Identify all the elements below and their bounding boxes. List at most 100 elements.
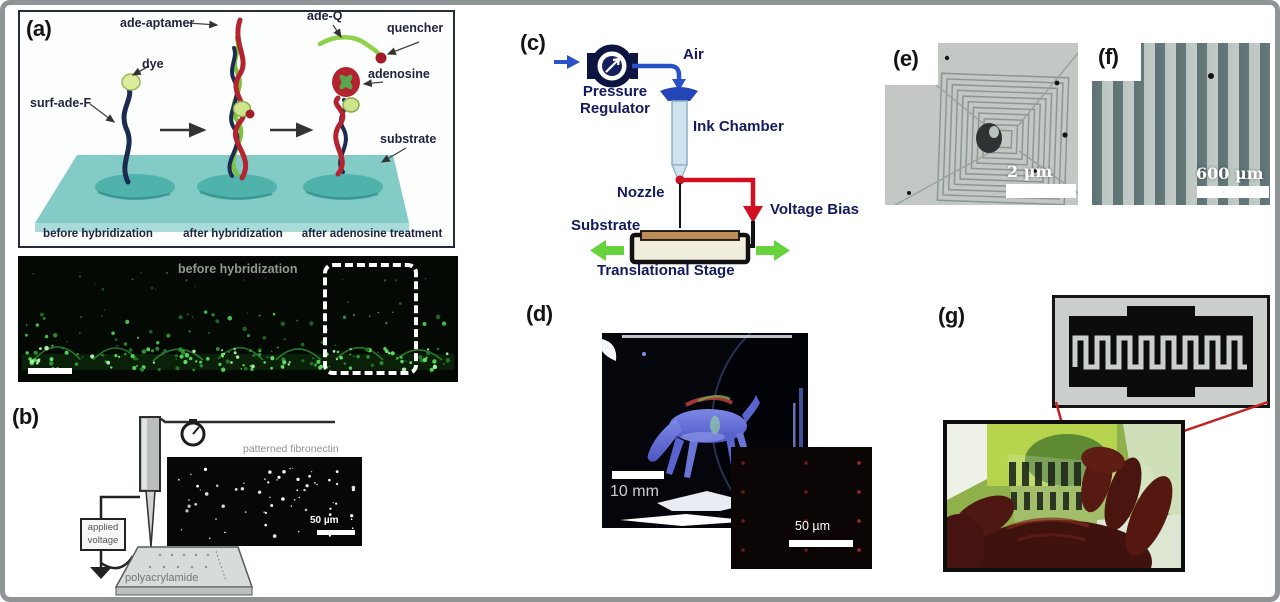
voltage-bias-label: Voltage Bias <box>770 201 859 218</box>
pressure-label-line2: Regulator <box>579 100 650 118</box>
panel-g-electrode-inset <box>1052 295 1270 408</box>
panel-b-inset: 50 µm <box>167 457 362 546</box>
red-dot-grid <box>741 461 861 552</box>
pressure-regulator-label: Pressure Regulator <box>560 83 670 118</box>
panel-f-label-notch <box>1092 43 1141 81</box>
hand-silhouette <box>947 446 1173 568</box>
edge-streak-2 <box>793 403 796 463</box>
callout-adenosine: adenosine <box>368 67 430 81</box>
d-inset-scale-text: 50 µm <box>795 519 830 533</box>
voltage-line <box>680 177 756 206</box>
ade-q-strand <box>317 35 382 58</box>
spot-3 <box>303 174 383 200</box>
panel-b-schematic <box>90 416 335 596</box>
stage-motion-arrows <box>590 240 790 261</box>
ink-chamber-body <box>671 100 688 166</box>
air-pipe <box>632 63 682 83</box>
panel-f-micrograph: (f) 600 µm <box>1092 43 1270 205</box>
panel-b-label: (b) <box>12 404 39 429</box>
edge-streak-1 <box>799 388 803 473</box>
callout-surf-ade-f: surf-ade-F <box>30 96 92 110</box>
electrode-serpentine-gap <box>1072 335 1247 370</box>
defect-dot <box>1208 73 1214 79</box>
syringe-highlight <box>142 419 147 489</box>
fibronectin-scale-bar <box>317 530 355 535</box>
adenosine-knot-green2 <box>339 74 353 90</box>
deer-scale-bar <box>612 471 664 479</box>
substrate-strip <box>640 230 740 241</box>
hand-photo-art <box>947 424 1181 568</box>
air-line <box>148 417 335 426</box>
pressure-label-line1: Pressure <box>582 83 648 100</box>
spot-2 <box>197 174 277 200</box>
caption-after-adenosine: after adenosine treatment <box>301 228 443 240</box>
spot-1 <box>95 174 175 200</box>
d-inset-scale-bar <box>789 540 853 547</box>
nozzle-label: Nozzle <box>617 184 665 201</box>
regulator-needle <box>605 57 621 73</box>
translational-stage-label: Translational Stage <box>597 262 735 279</box>
ink-chamber-label: Ink Chamber <box>693 118 784 135</box>
voltage-arrow <box>743 206 763 223</box>
dna-strand-3-red <box>333 95 346 177</box>
panel-d-label: (d) <box>526 301 553 326</box>
dna-strand-1 <box>121 85 133 185</box>
applied-voltage-line1: applied <box>87 522 119 533</box>
e-scale-bar <box>1006 184 1076 198</box>
callout-ade-q: ade-Q <box>307 9 343 23</box>
ground-symbol <box>90 567 112 579</box>
roi-dashed-box <box>323 263 418 375</box>
panel-g-label: (g) <box>938 303 965 328</box>
panel-f-label: (f) <box>1098 44 1119 69</box>
polyacrylamide-label: polyacrylamide <box>125 572 199 584</box>
f-scale-text: 600 µm <box>1196 164 1264 183</box>
deer-scale-text: 10 mm <box>610 483 659 500</box>
quencher-dot-2 <box>245 109 255 119</box>
panel-e-label: (e) <box>893 46 919 71</box>
micrograph-scale-bar <box>28 368 72 374</box>
substrate-label: Substrate <box>571 217 641 234</box>
panel-d-inset: 50 µm <box>731 447 872 569</box>
panel-c-schematic <box>554 44 790 265</box>
substrate-slab-edge <box>35 223 409 232</box>
dye-blob <box>121 73 141 91</box>
applied-voltage-line2: voltage <box>87 534 119 546</box>
panel-e-label-notch <box>885 43 938 85</box>
panel-d-photo: 10 mm <box>602 333 808 528</box>
panel-a-label: (a) <box>26 16 52 41</box>
fibronectin-caption: patterned fibronectin <box>243 443 339 455</box>
panel-a: (a) surf-ade-F dye ade-aptamer ade-Q que… <box>18 9 455 248</box>
caption-after-hybridization: after hybridization <box>183 228 283 240</box>
gauge-needle <box>192 426 200 435</box>
micrograph-caption: before hybridization <box>178 262 298 276</box>
dye-blob-3 <box>342 97 360 113</box>
f-scale-bar <box>1197 186 1269 198</box>
callout-quencher: quencher <box>387 21 444 35</box>
bottom-reflection-1 <box>657 491 754 511</box>
air-pipe-arrow <box>672 79 686 91</box>
interdigitated-electrode <box>1069 306 1253 397</box>
panel-g-hand-photo <box>943 420 1185 572</box>
e-scale-text: 2 µm <box>1007 162 1053 181</box>
quencher-dot <box>375 52 387 64</box>
ink-chamber-cap <box>660 87 698 101</box>
slab-dot-pattern <box>148 550 227 582</box>
panel-a-schematic <box>35 17 420 232</box>
callout-substrate: substrate <box>380 132 437 146</box>
callout-dye: dye <box>142 57 164 71</box>
syringe-tip <box>145 490 156 548</box>
panel-a-micrograph: before hybridization <box>18 256 458 382</box>
fibronectin-scale-text: 50 µm <box>310 515 339 526</box>
panel-e-micrograph: (e) 2 µm <box>885 43 1078 205</box>
blue-speck <box>642 352 646 356</box>
applied-voltage-box: applied voltage <box>80 518 126 551</box>
panel-c-label: (c) <box>520 30 546 55</box>
ink-chamber-taper <box>671 164 688 178</box>
callout-ade-aptamer: ade-aptamer <box>120 16 195 30</box>
air-in-arrow <box>567 55 580 69</box>
corner-reflection <box>602 339 617 361</box>
fibronectin-speckles <box>177 467 356 540</box>
air-label: Air <box>683 46 704 63</box>
printed-electrode-array <box>1009 462 1094 510</box>
